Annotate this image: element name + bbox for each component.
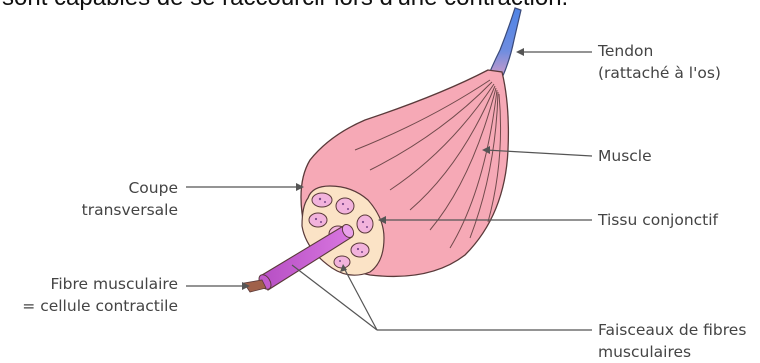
label-tissu-conjonctif: Tissu conjonctif <box>598 209 718 231</box>
label-coupe: Coupe transversale <box>82 177 178 221</box>
label-tendon: Tendon (rattaché à l'os) <box>598 40 721 84</box>
label-coupe-line2: transversale <box>82 199 178 221</box>
label-faisceaux: Faisceaux de fibres musculaires <box>598 319 746 363</box>
fascicle <box>309 213 327 227</box>
header-caption: sont capables de se raccourcir lors d'un… <box>2 0 568 12</box>
fascicle <box>351 243 369 257</box>
fascicle <box>336 198 354 214</box>
label-faisceaux-line1: Faisceaux de fibres <box>598 319 746 341</box>
fascicle <box>357 215 373 233</box>
label-coupe-line1: Coupe <box>82 177 178 199</box>
label-fibre-line1: Fibre musculaire <box>22 273 178 295</box>
label-fibre: Fibre musculaire = cellule contractile <box>22 273 178 317</box>
label-fibre-line2: = cellule contractile <box>22 295 178 317</box>
label-muscle: Muscle <box>598 145 652 167</box>
label-tendon-line2: (rattaché à l'os) <box>598 62 721 84</box>
label-faisceaux-line2: musculaires <box>598 341 746 363</box>
label-tendon-line1: Tendon <box>598 40 721 62</box>
fascicle <box>312 193 332 207</box>
fascicle <box>334 256 350 268</box>
